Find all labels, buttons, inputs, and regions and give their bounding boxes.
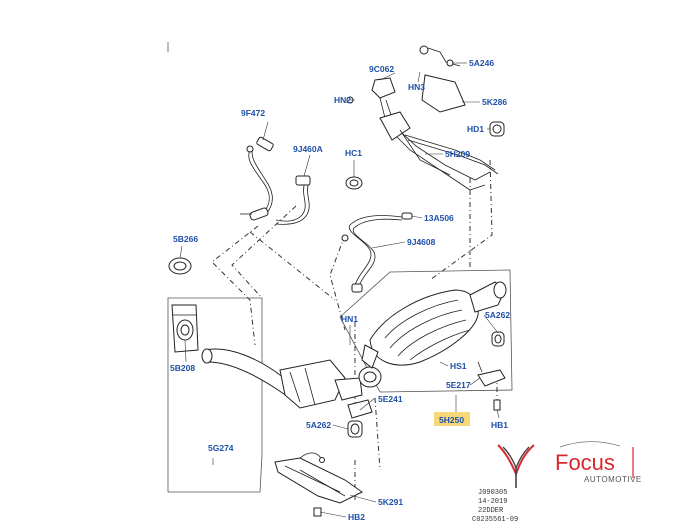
bracket-5e241 [347, 399, 373, 419]
heat-shield-5b208 [171, 304, 199, 353]
brand-name: Focus [555, 450, 615, 475]
label-5e241: 5E241 [378, 394, 403, 404]
bracket-5e217 [477, 361, 506, 387]
label-5h250: 5H250 [439, 415, 464, 425]
front-pipe-catalyst [201, 348, 382, 409]
ref-code-4: C0235561-09 [472, 516, 518, 524]
highlight-5h250 [434, 412, 470, 426]
main-catalyst-5h250 [361, 281, 507, 369]
mount-5a262-upper [491, 331, 505, 347]
ref-code-3: 22DDER [478, 507, 504, 515]
label-9j460a: 9J460A [293, 144, 323, 154]
label-9j4608: 9J4608 [407, 237, 436, 247]
ref-code-1: J090305 [478, 489, 507, 497]
label-5h209: 5H209 [445, 149, 470, 159]
part-labels: 9C062 5A246 HN2 HN3 5K286 9F472 HD1 9J46… [170, 58, 510, 522]
label-hn3: HN3 [408, 82, 425, 92]
label-5a262-upper: 5A262 [485, 310, 510, 320]
reference-codes: J090305 14-2019 22DDER C0235561-09 [472, 489, 518, 524]
label-5k286: 5K286 [482, 97, 507, 107]
label-hc1: HC1 [345, 148, 362, 158]
mount-5a262-lower [347, 420, 363, 438]
ref-code-2: 14-2019 [478, 498, 507, 506]
label-hn1: HN1 [341, 314, 358, 324]
wiring-harness-top [346, 45, 505, 191]
label-hn2: HN2 [334, 95, 351, 105]
label-hd1: HD1 [467, 124, 484, 134]
bolt-hb1 [493, 399, 501, 411]
label-5a262-lower: 5A262 [306, 420, 331, 430]
oxygen-sensor-9j4608 [341, 212, 413, 293]
label-5a246: 5A246 [469, 58, 494, 68]
focus-logo-icon [497, 441, 634, 488]
gasket-5b266 [168, 257, 192, 275]
label-5g274: 5G274 [208, 443, 234, 453]
oxygen-sensor-9f472 [240, 136, 274, 221]
connection-lines [211, 159, 498, 500]
label-13a506: 13A506 [424, 213, 454, 223]
oxygen-sensor-9j460a [275, 175, 311, 225]
label-5k291: 5K291 [378, 497, 403, 507]
label-9c062: 9C062 [369, 64, 394, 74]
brand-tagline: AUTOMOTIVE [584, 475, 642, 484]
label-hb2: HB2 [348, 512, 365, 522]
label-5b208: 5B208 [170, 363, 195, 373]
focus-automotive-logo: Focus AUTOMOTIVE [497, 441, 642, 488]
clip-hc1 [345, 176, 363, 190]
label-9f472: 9F472 [241, 108, 265, 118]
label-hb1: HB1 [491, 420, 508, 430]
label-5b266: 5B266 [173, 234, 198, 244]
label-hs1: HS1 [450, 361, 467, 371]
heat-shield-5k291 [274, 452, 363, 517]
label-5e217: 5E217 [446, 380, 471, 390]
leader-lines [179, 62, 500, 518]
